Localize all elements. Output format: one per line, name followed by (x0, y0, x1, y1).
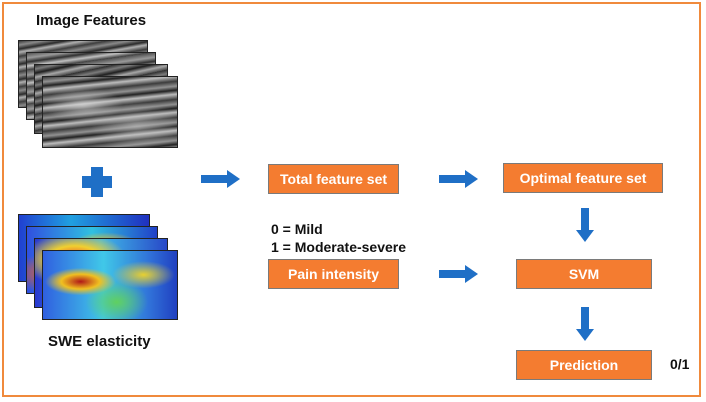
prediction-box: Prediction (516, 350, 652, 380)
legend-mild: 0 = Mild (271, 221, 323, 237)
image-features-stack (18, 40, 178, 150)
image-features-label: Image Features (36, 12, 147, 29)
output-value: 0/1 (670, 356, 690, 372)
legend-moderate-severe: 1 = Moderate-severe (271, 239, 407, 255)
swe-elasticity-label: SWE elasticity (48, 333, 151, 350)
diagram-frame (2, 2, 701, 397)
total-feature-set-box: Total feature set (268, 164, 399, 194)
swe-image-layer-4 (42, 250, 178, 320)
pain-intensity-box: Pain intensity (268, 259, 399, 289)
svm-box: SVM (516, 259, 652, 289)
swe-elasticity-stack (18, 214, 178, 320)
grayscale-image-layer-4 (42, 76, 178, 148)
optimal-feature-set-box: Optimal feature set (503, 163, 663, 193)
